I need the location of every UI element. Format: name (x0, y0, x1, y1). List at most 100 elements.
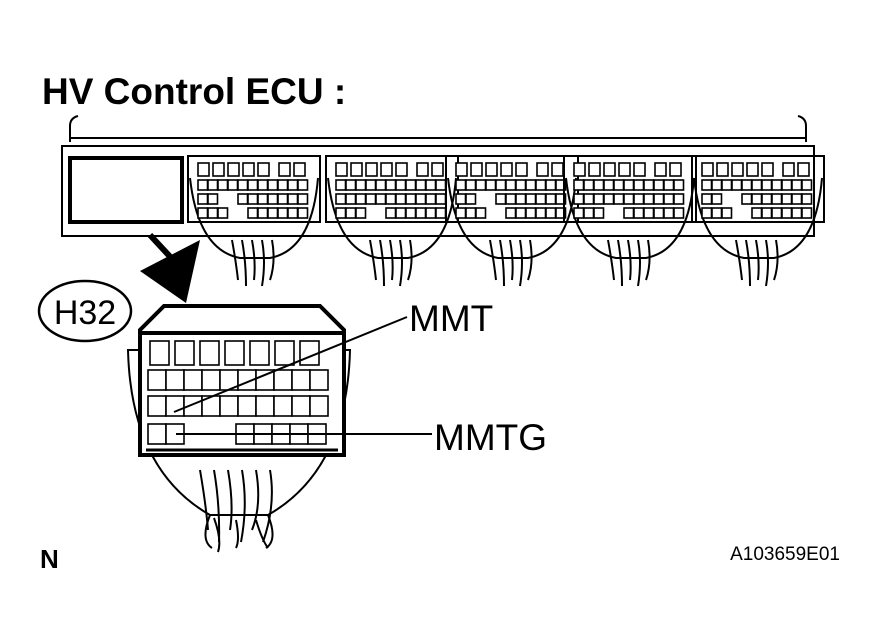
mini-connector-pin (207, 193, 219, 205)
mini-connector-pin (653, 179, 665, 191)
mini-connector-pin (633, 207, 645, 219)
mini-connector-pin (741, 193, 753, 205)
mini-connector-pin (751, 179, 763, 191)
mini-connector-pin (797, 162, 810, 177)
mini-wire-strand (745, 239, 751, 287)
mini-connector-pin (247, 193, 259, 205)
mini-connector-pin (721, 179, 733, 191)
mini-connector-pin (573, 179, 585, 191)
connector-pin (165, 369, 185, 391)
ecu-connector-row (187, 155, 825, 287)
mini-connector-pin (465, 207, 477, 219)
connector-pin (174, 340, 195, 366)
mini-connector-pin (643, 193, 655, 205)
mini-connector-pin (212, 162, 225, 177)
mini-connector-pin (588, 162, 601, 177)
mini-connector-pin (653, 193, 665, 205)
mini-connector-pin (385, 179, 397, 191)
terminal-label-mmtg: MMTG (434, 417, 547, 458)
mini-connector-pin (653, 207, 665, 219)
connector-pin (149, 340, 170, 366)
diagram-title: HV Control ECU : (42, 71, 346, 112)
mini-connector-pin (751, 207, 763, 219)
mini-connector-pin (385, 193, 397, 205)
mini-connector-pin (405, 207, 417, 219)
mini-connector-pin (247, 179, 259, 191)
mini-wire-strand (627, 239, 632, 281)
mini-connector-pin (633, 179, 645, 191)
mini-connector-pin (247, 207, 259, 219)
mini-wire-strand (607, 239, 615, 281)
connector-pin (237, 395, 257, 417)
mini-connector-pin (287, 179, 299, 191)
mini-connector-pin (197, 207, 209, 219)
mini-connector-pin (505, 179, 517, 191)
mini-connector-pin (435, 193, 447, 205)
mini-connector-pin (237, 179, 249, 191)
mini-wire-strand (637, 239, 641, 287)
mini-connector-pin (257, 162, 270, 177)
mini-connector-pin (278, 162, 291, 177)
mini-connector-pin (197, 162, 210, 177)
ecu-mini-connector (445, 155, 579, 287)
mini-connector-pin (781, 207, 793, 219)
mini-connector-pin (355, 193, 367, 205)
mini-connector-pin (555, 207, 567, 219)
ecu-mini-connector (691, 155, 825, 287)
pointer-arrow (140, 232, 200, 303)
mini-connector-pin (345, 179, 357, 191)
mini-connector-pin (515, 207, 527, 219)
mini-wire-strand (519, 239, 523, 287)
connector-pin (274, 340, 295, 366)
mini-connector-pin (771, 207, 783, 219)
mini-connector-pin (475, 179, 487, 191)
mini-connector-pin (335, 207, 347, 219)
mini-wire-strand (755, 239, 760, 281)
connector-pin (273, 369, 293, 391)
mini-connector-pin (405, 179, 417, 191)
mini-connector-pin (613, 193, 625, 205)
mini-connector-pin (761, 207, 773, 219)
harness-wire-strand (251, 469, 260, 531)
mini-wire-strand (389, 239, 394, 281)
ecu-mini-connector (563, 155, 697, 287)
mini-connector-pin (525, 207, 537, 219)
harness-wire-strand (213, 517, 269, 553)
harness-wire-strand (199, 469, 209, 531)
mini-connector-pin (555, 179, 567, 191)
terminal-label-mmt: MMT (409, 298, 493, 339)
mini-connector-pin (711, 179, 723, 191)
mini-connector-pin (771, 179, 783, 191)
mini-connector-pin (425, 179, 437, 191)
mini-connector-pin (217, 207, 229, 219)
mini-connector-pin (741, 179, 753, 191)
mini-connector-pin (761, 193, 773, 205)
mini-connector-pin (515, 193, 527, 205)
connector-pin (291, 395, 311, 417)
mini-connector-pin (365, 162, 378, 177)
mini-connector-pin (293, 162, 306, 177)
mini-connector-pin (197, 193, 209, 205)
mini-connector-pin (395, 193, 407, 205)
mini-connector-pin (435, 179, 447, 191)
mini-connector-pin (395, 179, 407, 191)
mini-wire-strand (231, 239, 239, 281)
connector-pin (273, 395, 293, 417)
mini-connector-pin (415, 193, 427, 205)
connector-pin (165, 395, 185, 417)
mini-connector-pin (525, 179, 537, 191)
mini-connector-pin (593, 207, 605, 219)
connector-pin (183, 369, 203, 391)
mini-connector-pin (791, 207, 803, 219)
mini-wire-strand (645, 239, 651, 281)
mini-connector-pin (573, 207, 585, 219)
mini-connector-pin (613, 179, 625, 191)
mini-connector-pin (731, 162, 744, 177)
mini-connector-pin (227, 162, 240, 177)
mini-connector-pin (277, 207, 289, 219)
mini-connector-pin (545, 207, 557, 219)
connector-id-badge: H32 (37, 279, 133, 343)
mini-connector-pin (701, 179, 713, 191)
